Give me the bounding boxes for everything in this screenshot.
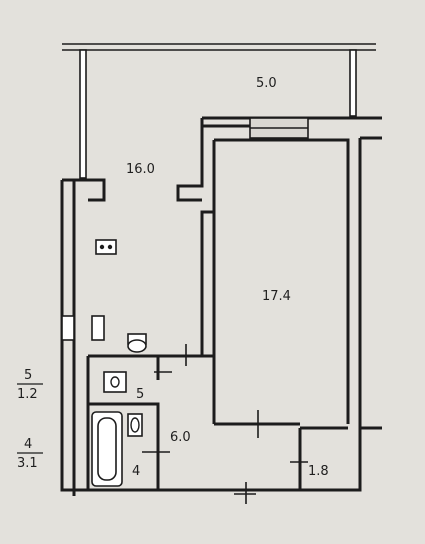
side-label-numerator: 4: [24, 437, 32, 452]
toilet-icon: [127, 339, 147, 353]
balcony: [62, 43, 376, 179]
room-label-kitchen: 16.0: [126, 162, 155, 177]
living-room-walls: [200, 138, 350, 426]
window: [249, 117, 309, 139]
kitchen-fixtures: [61, 239, 117, 341]
side-label-bathroom: 4 3.1: [17, 437, 43, 471]
room-label-closet: 1.8: [308, 464, 329, 479]
side-label-denominator: 1.2: [17, 387, 38, 402]
room-label-bathroom: 4: [132, 464, 140, 479]
wc-icon: [103, 371, 127, 393]
toilet-fixtures: [103, 333, 147, 393]
stove-icon: [95, 239, 117, 255]
side-label-numerator: 5: [24, 368, 32, 383]
counter-icon: [61, 315, 75, 341]
room-label-toilet: 5: [136, 387, 144, 402]
sink-icon: [91, 315, 105, 341]
room-label-balcony: 5.0: [256, 76, 277, 91]
bathroom-fixtures: [91, 411, 143, 487]
side-label-toilet: 5 1.2: [17, 368, 43, 402]
washbasin-icon: [127, 413, 143, 437]
side-label-denominator: 3.1: [17, 456, 38, 471]
door-markers: [142, 344, 308, 504]
room-label-hallway: 6.0: [170, 430, 191, 445]
room-label-living-room: 17.4: [262, 289, 291, 304]
